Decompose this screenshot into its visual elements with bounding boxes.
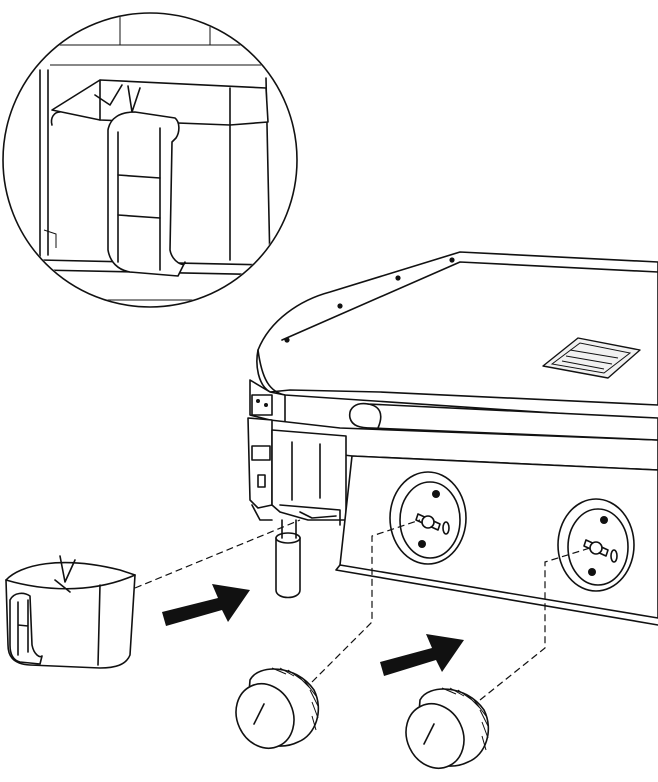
valve-opening-2 bbox=[557, 498, 635, 592]
brand-badge bbox=[542, 337, 641, 379]
griddle-body bbox=[247, 251, 658, 626]
insert-arrows bbox=[162, 584, 464, 676]
griddle-leg bbox=[275, 519, 301, 599]
cup-clip bbox=[107, 111, 186, 277]
side-latch bbox=[247, 394, 273, 521]
handle-bar bbox=[348, 402, 658, 441]
arrow-insert-knob bbox=[380, 634, 464, 676]
control-knob-1 bbox=[235, 667, 320, 749]
guide-lines bbox=[134, 519, 591, 701]
grease-cup bbox=[5, 555, 136, 669]
detail-magnifier-circle bbox=[2, 12, 298, 308]
valve-opening-1 bbox=[389, 471, 467, 565]
control-knob-2 bbox=[405, 687, 490, 769]
griddle-lid bbox=[256, 251, 658, 406]
arrow-insert-cup bbox=[162, 584, 250, 626]
